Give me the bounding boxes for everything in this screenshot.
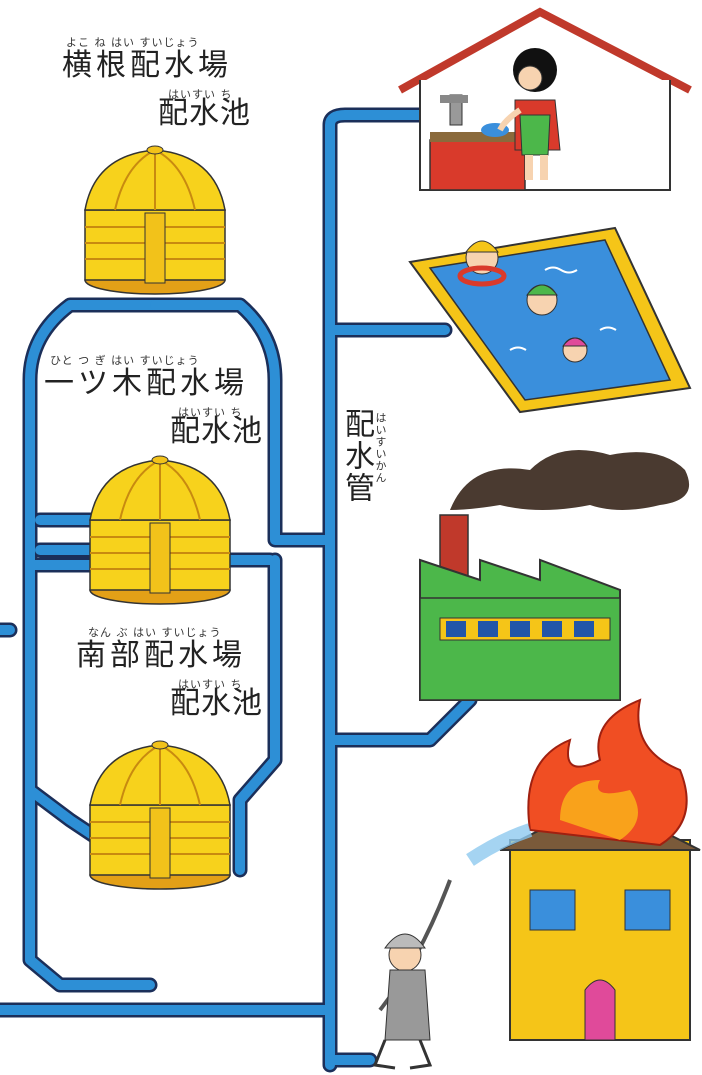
yokone-pool-label: 配水池 xyxy=(158,96,251,131)
reservoir-tank-yokone xyxy=(84,145,226,295)
hitotsugi-station-label: 一ツ木配水場 xyxy=(44,366,248,401)
water-pipe xyxy=(0,110,475,1070)
nanbu-pool-furigana: はいすい ち xyxy=(178,678,243,691)
pipe-network xyxy=(0,107,478,1073)
hitotsugi-pool-label: 配水池 xyxy=(170,414,263,449)
reservoir-tank-nanbu xyxy=(89,740,231,890)
house-kitchen xyxy=(398,7,692,191)
distribution-pipe-label: 配水管 xyxy=(339,408,374,504)
yokone-pool-furigana: はいすい ち xyxy=(168,88,233,101)
distribution-pipe-furigana: はいすいかん xyxy=(374,412,387,484)
nanbu-station-furigana: なん ぶ はい すいじょう xyxy=(88,626,222,639)
nanbu-pool-label: 配水池 xyxy=(170,686,263,721)
fire-scene xyxy=(372,698,701,1070)
factory xyxy=(419,450,690,701)
hitotsugi-station-furigana: ひと つ ぎ はい すいじょう xyxy=(50,354,200,367)
yokone-station-furigana: よこ ね はい すいじょう xyxy=(66,36,200,49)
yokone-station-label: 横根配水場 xyxy=(62,48,232,83)
swimming-pool xyxy=(408,226,692,414)
nanbu-station-label: 南部配水場 xyxy=(76,638,246,673)
hitotsugi-pool-furigana: はいすい ち xyxy=(178,406,243,419)
reservoir-tank-hitotsugi xyxy=(89,455,231,605)
